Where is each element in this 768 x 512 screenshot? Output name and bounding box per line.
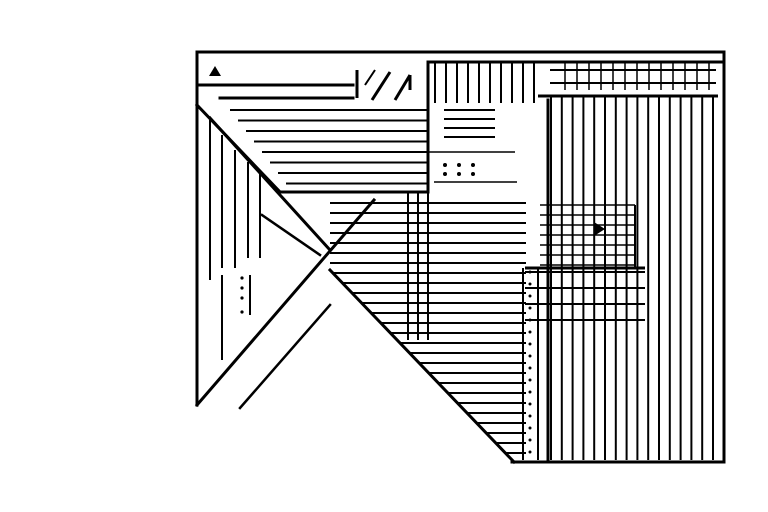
- dot: [471, 163, 475, 167]
- hatch-line: [364, 69, 376, 86]
- dot: [528, 438, 532, 442]
- dot: [528, 366, 532, 370]
- hatch-line: [370, 71, 392, 101]
- dot: [528, 426, 532, 430]
- dot: [443, 163, 447, 167]
- hatch-line: [393, 74, 412, 101]
- dot: [457, 163, 461, 167]
- frame-group: [194, 50, 726, 465]
- dot: [471, 172, 475, 176]
- dot: [240, 310, 244, 314]
- dot: [528, 294, 532, 298]
- triangle-right-edge: [327, 267, 517, 465]
- dot: [528, 450, 532, 454]
- dot: [240, 276, 244, 280]
- dot: [240, 286, 244, 290]
- dot: [528, 330, 532, 334]
- dot: [240, 296, 244, 300]
- dot: [528, 282, 532, 286]
- x-arm-short: [238, 303, 332, 410]
- dot: [528, 354, 532, 358]
- dot: [528, 306, 532, 310]
- triangle-right-icon: [594, 222, 605, 236]
- dot: [528, 390, 532, 394]
- dot: [528, 414, 532, 418]
- dot: [443, 172, 447, 176]
- dot: [528, 378, 532, 382]
- dot: [528, 342, 532, 346]
- dot: [528, 402, 532, 406]
- triangle-up-icon: [209, 66, 221, 76]
- inner-small-diagonal: [260, 213, 322, 257]
- white-triangle-cutout: [199, 270, 514, 462]
- inner-diagonal: [207, 115, 333, 253]
- x-arm-long: [194, 197, 377, 408]
- dot: [457, 172, 461, 176]
